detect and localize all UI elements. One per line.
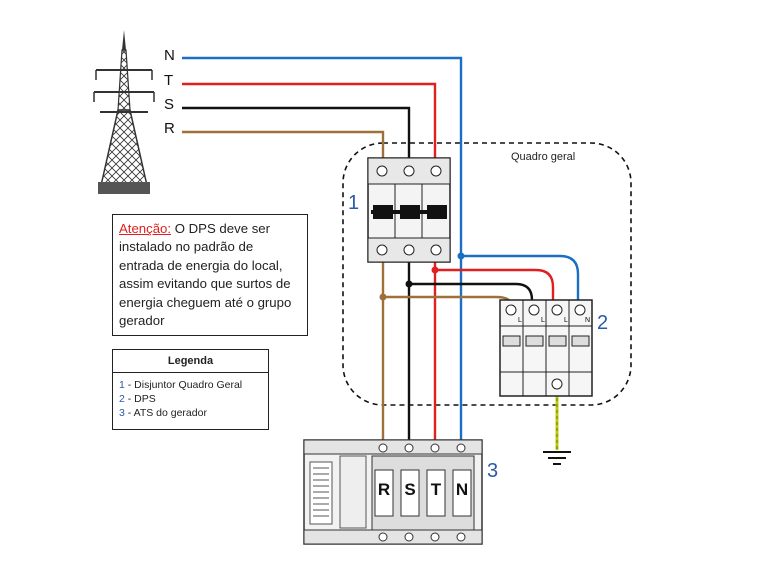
panel-boundary [342, 142, 632, 406]
dps-terminal-label: N [585, 317, 590, 324]
legend-item: 3 - ATS do gerador [119, 407, 207, 419]
ats-phase-label: T [430, 480, 442, 499]
legend-item: 1 - Disjuntor Quadro Geral [119, 379, 243, 391]
ats-phase-label: N [455, 480, 469, 499]
wire-t [182, 82, 437, 160]
transmission-tower-icon [93, 30, 155, 194]
warning-text: O DPS deve ser instalado no padrão de en… [119, 221, 292, 329]
warning-prefix: Atenção: [119, 221, 172, 236]
dps-terminal-label: L [541, 317, 545, 324]
ats-unit [303, 439, 483, 545]
panel-label: Quadro geral [511, 151, 576, 163]
warning-note: Atenção: O DPS deve ser instalado no pad… [112, 214, 308, 336]
callout-breaker: 1 [348, 192, 360, 214]
tap-n [461, 254, 580, 302]
legend-item: 2 - DPS [119, 393, 156, 405]
ats-phase-label: R [377, 480, 391, 499]
ats-phase-label: S [404, 480, 416, 499]
wire-s [182, 106, 411, 160]
wire-r [182, 130, 385, 160]
junction-dots [379, 252, 465, 301]
phase-label-t: T [164, 72, 174, 89]
main-breaker [367, 157, 451, 263]
ground-icon [543, 451, 571, 465]
dps-module: L L L N [499, 299, 593, 397]
dps-terminal-label: L [518, 317, 522, 324]
wire-n [182, 56, 463, 440]
phase-label-n: N [164, 47, 175, 64]
callout-ats: 3 [487, 460, 499, 482]
phase-label-s: S [164, 96, 175, 113]
dps-terminal-label: L [564, 317, 568, 324]
legend-title: Legenda [113, 350, 268, 373]
callout-dps: 2 [597, 312, 609, 334]
phase-label-r: R [164, 120, 175, 137]
tap-r [383, 295, 513, 306]
tap-t [435, 268, 555, 302]
legend: Legenda 1 - Disjuntor Quadro Geral 2 - D… [112, 349, 269, 430]
